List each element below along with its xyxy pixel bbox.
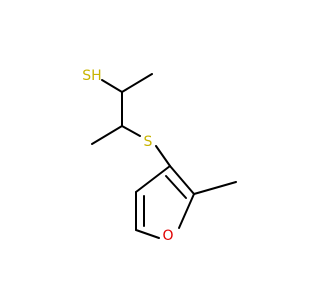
- bond-methyl-c2: [121, 73, 153, 93]
- furan-oxygen-label: O: [162, 228, 173, 244]
- bond-furan-c2-methyl: [193, 181, 237, 195]
- bond-furan-c2-c3-double: [165, 175, 187, 199]
- bond-c3-s: [121, 125, 141, 137]
- molecule-structure: SH S O: [82, 68, 237, 244]
- bond-furan-c3-c2: [169, 165, 195, 195]
- bond-c2-sh: [101, 79, 123, 93]
- bond-furan-c4-c3: [135, 165, 171, 193]
- bond-s-c3furan: [155, 145, 171, 167]
- thioether-s-label: S: [144, 134, 153, 150]
- molecule-canvas: SH S O: [82, 68, 237, 244]
- bond-c3-methyl: [91, 125, 123, 145]
- thiol-sh-label: SH: [82, 68, 101, 84]
- bond-furan-o-c5: [135, 229, 160, 239]
- bond-furan-c2-o: [178, 193, 195, 229]
